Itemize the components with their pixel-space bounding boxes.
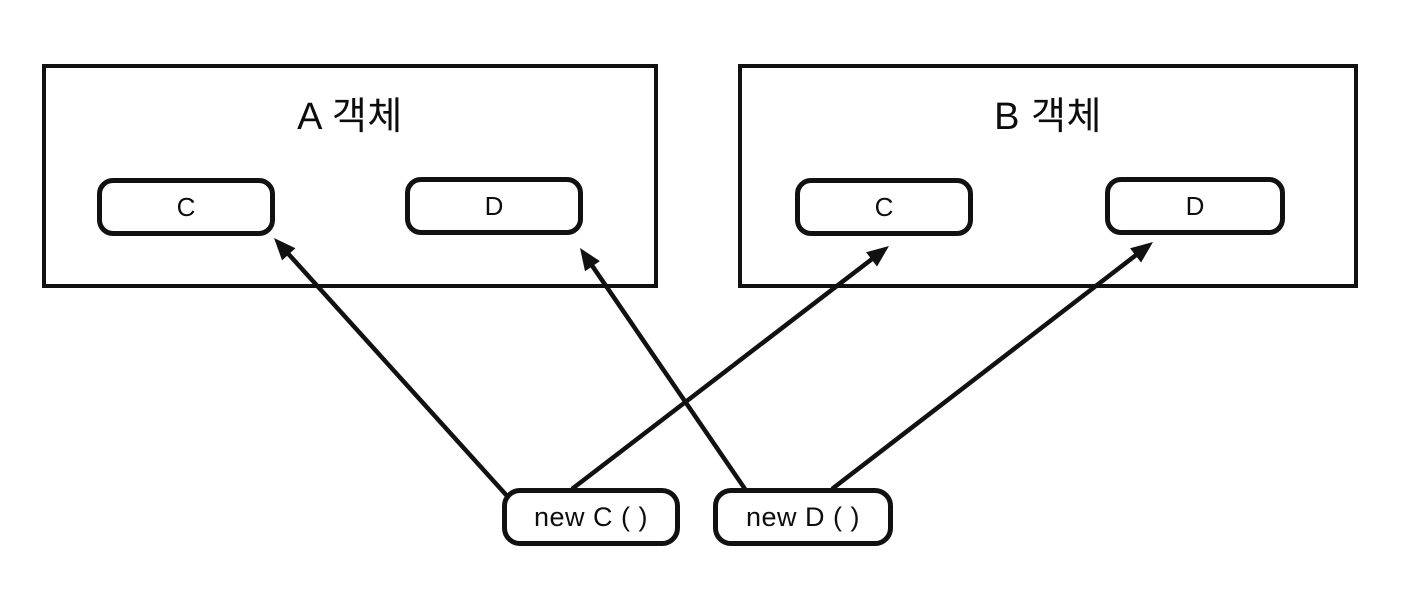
member-box-b-d-label: D: [1185, 190, 1205, 221]
member-box-a-d-label: D: [484, 190, 504, 221]
arrow-line-new-c-to-b-c: [570, 253, 878, 491]
instance-box-new-d-label: new D ( ): [745, 501, 861, 532]
instance-box-new-c-label: new C ( ): [533, 501, 649, 532]
container-object-b-title: B 객체: [994, 96, 1102, 138]
member-box-a-c[interactable]: C: [97, 178, 275, 236]
container-object-a-title: A 객체: [297, 96, 403, 138]
container-object-a: A 객체: [42, 64, 658, 288]
container-object-b: B 객체: [738, 64, 1358, 288]
member-box-a-c-label: C: [176, 191, 196, 222]
member-box-b-d[interactable]: D: [1105, 177, 1285, 235]
member-box-b-c-label: C: [874, 191, 894, 222]
arrow-line-new-d-to-a-d: [587, 259, 747, 491]
member-box-b-c[interactable]: C: [795, 178, 973, 236]
instance-box-new-d[interactable]: new D ( ): [713, 488, 893, 546]
instance-box-new-c[interactable]: new C ( ): [502, 488, 680, 546]
member-box-a-d[interactable]: D: [405, 177, 583, 235]
